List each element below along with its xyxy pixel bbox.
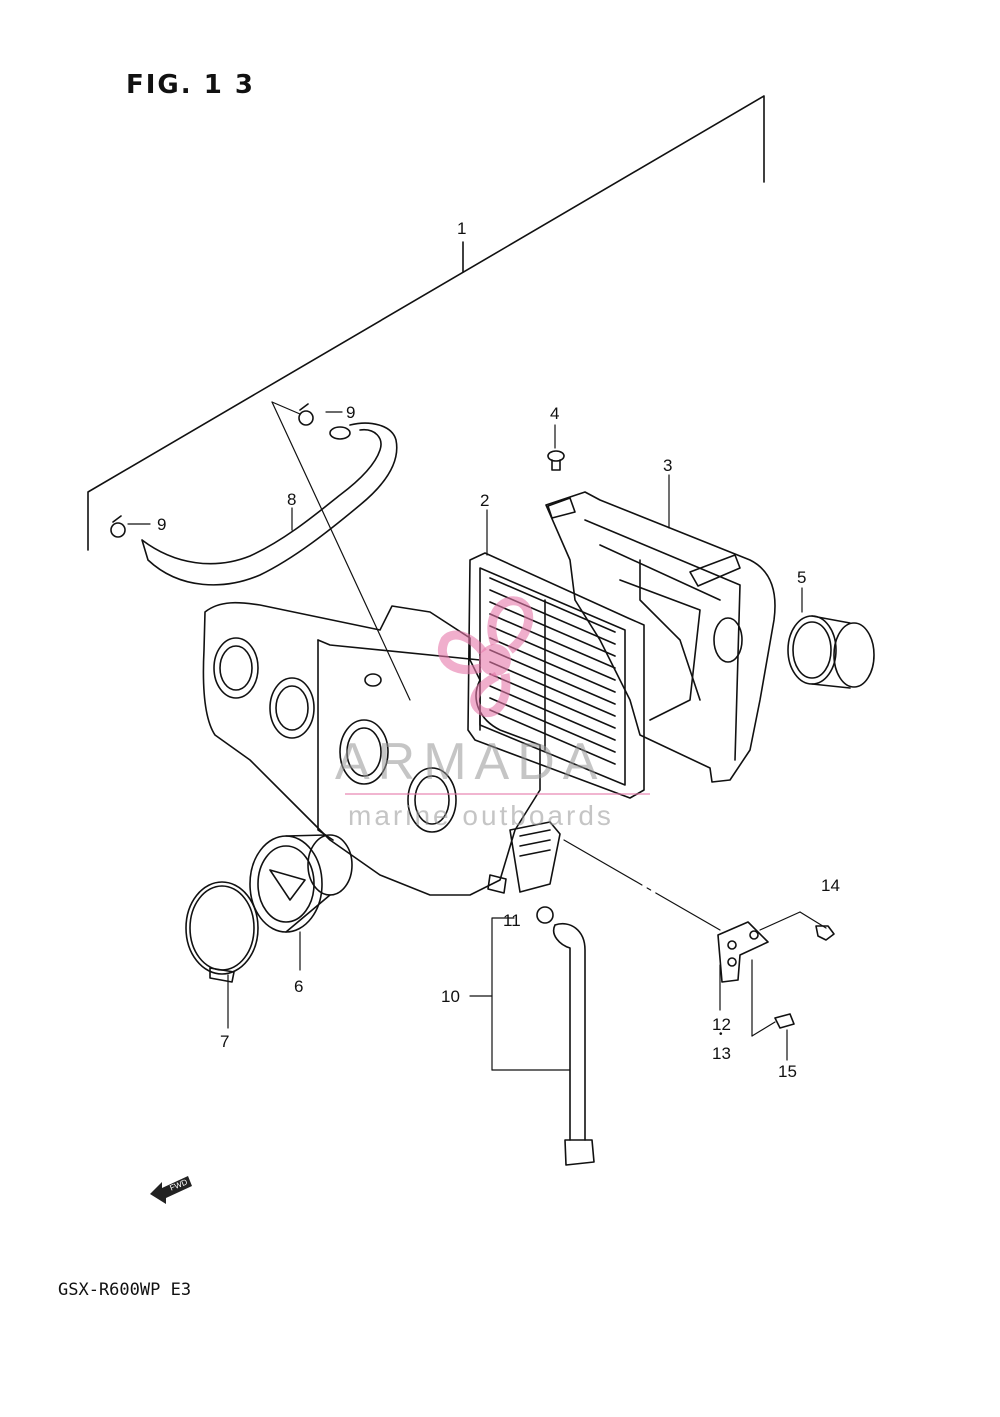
figure-title: FIG. 1 3: [126, 70, 255, 100]
callout-2: 2: [480, 491, 490, 510]
band-clamp-part-7: [185, 881, 259, 983]
intake-duct-part-5: [787, 615, 875, 689]
air-cleaner-case: [202, 601, 561, 896]
watermark-tagline: marine outboards: [348, 800, 614, 831]
model-code: GSX-R600WP E3: [58, 1280, 192, 1300]
air-cleaner-cover-part-3: [545, 491, 776, 783]
assembly-bracket-line: [87, 95, 765, 551]
callout-dot: •: [719, 1029, 723, 1040]
callout-6: 6: [294, 977, 304, 996]
air-filter-element-part-2: [467, 552, 645, 799]
hose-clamp-part-9: [110, 403, 314, 538]
drain-hose-part-10: [536, 906, 595, 1166]
callout-12: 12: [712, 1015, 731, 1034]
callout-13: 13: [712, 1044, 731, 1063]
leader-lines: [127, 401, 827, 1071]
callout-5: 5: [797, 568, 807, 587]
breather-hose-part-8: [141, 422, 398, 586]
callout-9-left: 9: [157, 515, 167, 534]
callout-14: 14: [821, 876, 840, 895]
callout-15: 15: [778, 1062, 797, 1081]
screw-part-4: [547, 450, 565, 471]
callout-4: 4: [550, 404, 560, 423]
callout-9-top: 9: [346, 403, 356, 422]
bolt-part-14: [815, 925, 835, 941]
watermark-brand: ARMADA: [335, 733, 606, 791]
callout-8: 8: [287, 490, 297, 509]
callout-7: 7: [220, 1032, 230, 1051]
bolt-part-15: [774, 1013, 795, 1029]
watermark-divider: [345, 793, 650, 795]
callout-11: 11: [503, 911, 521, 930]
callout-3: 3: [663, 456, 673, 475]
fwd-arrow-icon: FWD: [150, 1176, 192, 1204]
callout-10: 10: [441, 987, 460, 1006]
callout-1: 1: [457, 219, 467, 238]
intake-funnel-part-6: [249, 834, 353, 933]
bracket-part-12: [717, 921, 769, 983]
armada-propeller-logo-icon: [438, 596, 534, 717]
